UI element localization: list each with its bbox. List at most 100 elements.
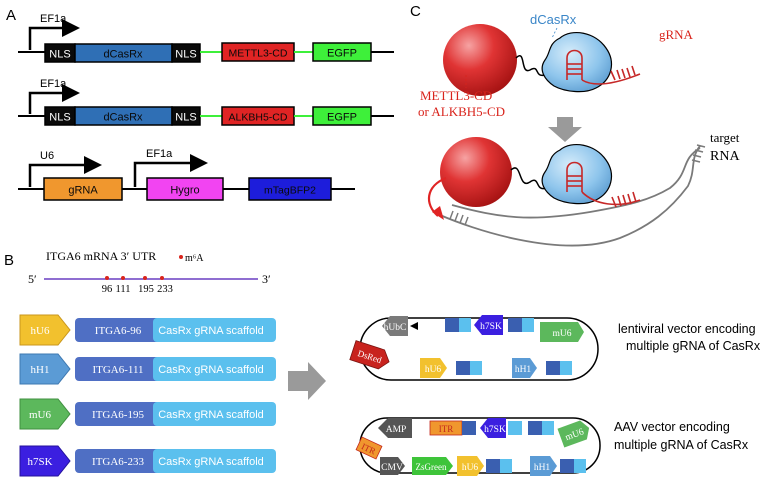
effector-complex-bound <box>428 137 706 247</box>
itr-label: ITR <box>439 424 454 434</box>
promoter-arrow-icon <box>28 91 62 114</box>
lentiviral-vector: hUbC h7SK mU6 DsRed hU6 hH1 <box>349 315 599 381</box>
h7sk-promoter-icon <box>480 418 506 438</box>
construct-3-promoter-ef1a: EF1a <box>146 148 173 160</box>
linker-tether <box>515 55 546 77</box>
mtagbfp2-box <box>248 177 332 201</box>
panel-label-c: C <box>410 3 421 20</box>
m6a-site-label: 195 <box>138 284 154 295</box>
cassette-target-label: ITGA6-111 <box>92 364 143 376</box>
zsgreen-gene-icon <box>412 457 453 475</box>
hh1-label: hH1 <box>515 365 532 375</box>
hu6-promoter-icon <box>420 358 447 378</box>
grna-cassette-4: h7SK ITGA6-233 CasRx gRNA scaffold <box>19 445 276 477</box>
m6a-legend-label: m⁶A <box>185 253 204 264</box>
construct-3-promoter-u6: U6 <box>40 150 54 162</box>
target-block-icon <box>528 421 542 435</box>
hygro-box <box>146 177 224 201</box>
target-block-icon <box>486 459 500 473</box>
construct-2: EF1a NLS dCasRx NLS ALKBH5-CD EGFP <box>18 78 394 126</box>
binding-arrow-icon <box>548 117 582 142</box>
amp-label: AMP <box>386 425 407 435</box>
panel-label-a: A <box>6 7 16 24</box>
target-box <box>75 357 161 381</box>
cassette-scaffold-label: CasRx gRNA scaffold <box>158 364 264 376</box>
promoter-arrow-icon <box>19 445 71 477</box>
mettl3-label: METTL3-CD <box>229 48 288 60</box>
m6a-site-label: 96 <box>102 284 113 295</box>
target-box <box>75 318 161 342</box>
scaffold-block-icon <box>560 361 572 375</box>
effector-domain-icon <box>440 137 512 207</box>
promoter-arrow-icon <box>28 26 62 50</box>
dcasrx-leader <box>551 27 558 39</box>
promoter-arrow-icon <box>19 353 71 385</box>
utr-title: ITGA6 mRNA 3′ UTR <box>46 249 156 263</box>
hubc-promoter-icon <box>382 316 408 336</box>
construct-1-promoter: EF1a <box>40 13 67 25</box>
promoter-arrowhead-icon <box>190 154 208 172</box>
cassette-promoter-label: hU6 <box>31 325 50 337</box>
effector-complex-unbound <box>443 24 641 96</box>
ltr-arrow-icon <box>410 322 418 330</box>
scaffold-box <box>153 318 276 342</box>
lenti-caption-line-1: lentiviral vector encoding <box>618 322 756 336</box>
h7sk-promoter-icon <box>474 315 503 335</box>
grna-hairpin-icon <box>566 49 641 85</box>
hu6-label: hU6 <box>425 365 442 375</box>
zsgreen-label: ZsGreen <box>416 462 447 472</box>
m6a-sites: 96 111 195 233 <box>102 276 173 295</box>
cassette-promoter-label: hH1 <box>31 364 50 376</box>
mu6-label: mU6 <box>553 329 572 339</box>
scaffold-block-icon <box>542 421 554 435</box>
m6a-site-label: 233 <box>157 284 173 295</box>
m6a-site-dot-icon <box>160 276 164 280</box>
mu6-promoter-icon <box>540 322 584 342</box>
dcasrx-callout: dCasRx <box>530 12 577 27</box>
grna-cassette-1: hU6 ITGA6-96 CasRx gRNA scaffold <box>19 314 276 346</box>
lenti-caption-line-2: multiple gRNA of CasRx <box>626 339 761 353</box>
amp-gene-icon <box>378 418 412 438</box>
transition-arrow-icon <box>288 362 326 400</box>
grna-hairpin-icon <box>566 161 641 208</box>
alkbh5-label: ALKBH5-CD <box>229 112 288 124</box>
m6a-site-dot-icon <box>105 276 109 280</box>
target-block-icon <box>456 361 470 375</box>
scaffold-block-icon <box>459 318 471 332</box>
dsred-gene-icon <box>349 340 390 370</box>
h7sk-label: h7SK <box>484 425 506 435</box>
scaffold-block-icon <box>508 421 522 435</box>
cmv-label: CMV <box>381 463 403 473</box>
aav-caption-line-2: multiple gRNA of CasRx <box>614 438 749 452</box>
scaffold-block-icon <box>500 459 512 473</box>
promoter-arrowhead-icon <box>62 84 80 102</box>
hh1-promoter-icon <box>512 358 537 378</box>
grna-callout: gRNA <box>659 27 694 42</box>
cassette-promoter-label: mU6 <box>29 409 52 421</box>
nls-label: NLS <box>175 112 196 124</box>
m6a-site-label: 111 <box>116 284 131 295</box>
egfp-box <box>312 42 372 62</box>
scaffold-block-icon <box>522 318 534 332</box>
hh1-label: hH1 <box>534 463 551 473</box>
itr-box <box>355 436 383 460</box>
scaffold-block-icon <box>574 459 586 473</box>
target-rna-label-line-1: target <box>710 130 740 145</box>
dcasrx-protein-icon <box>541 31 613 93</box>
m6a-site-dot-icon <box>121 276 125 280</box>
utr-3prime: 3′ <box>262 272 271 286</box>
cmv-promoter-icon <box>380 457 405 475</box>
scaffold-box <box>153 449 276 473</box>
target-block-icon <box>508 318 522 332</box>
m6a-legend-dot-icon <box>179 255 183 259</box>
hh1-promoter-icon <box>530 456 557 476</box>
aav-caption-line-1: AAV vector encoding <box>614 420 730 434</box>
mtagbfp2-label: mTagBFP2 <box>264 185 316 197</box>
target-box <box>75 402 161 426</box>
grna-cassette-3: mU6 ITGA6-195 CasRx gRNA scaffold <box>19 398 276 430</box>
scaffold-block-icon <box>470 361 482 375</box>
hubc-label: hUbC <box>384 323 407 333</box>
construct-3: U6 gRNA EF1a Hygro mTagBFP2 <box>18 148 355 201</box>
scaffold-box <box>153 402 276 426</box>
hu6-label: hU6 <box>462 463 479 473</box>
